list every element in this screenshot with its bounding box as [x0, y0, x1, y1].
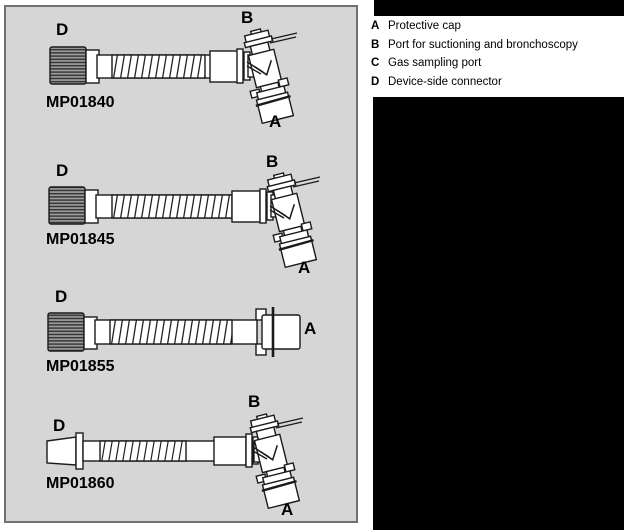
- part-number-mp01840: MP01840: [46, 94, 115, 111]
- mp01840-drawing: [49, 24, 298, 126]
- corrugated-tube: [94, 319, 258, 345]
- legend-letter: D: [371, 75, 380, 88]
- callout-b-mp01840: B: [241, 8, 254, 27]
- cap-tether: [275, 417, 304, 429]
- legend-letter: C: [371, 57, 380, 70]
- callout-a-mp01860: A: [281, 500, 294, 519]
- cap-tether: [292, 176, 321, 188]
- legend-item-d: D Device-side connector: [371, 73, 621, 92]
- device-side-connector-knurled: [48, 186, 99, 225]
- callout-a-mp01845: A: [298, 258, 311, 277]
- legend-item-c: C Gas sampling port: [371, 54, 621, 73]
- mp01855-drawing: [47, 307, 301, 357]
- mp01845-drawing: [48, 168, 321, 270]
- legend-description: Protective cap: [388, 20, 461, 33]
- device-side-connector-knurled: [47, 312, 98, 352]
- legend-letter: B: [371, 38, 380, 51]
- straight-patient-connector: [255, 307, 301, 357]
- callout-legend: A Protective cap B Port for suctioning a…: [371, 17, 621, 91]
- legend-description: Device-side connector: [388, 75, 502, 88]
- product-diagrams-panel: [4, 5, 358, 523]
- device-side-connector-taper: [46, 432, 84, 470]
- callout-a-mp01840: A: [269, 112, 282, 131]
- part-number-mp01845: MP01845: [46, 231, 115, 248]
- legend-description: Gas sampling port: [388, 57, 482, 70]
- corrugated-tube: [96, 48, 259, 84]
- suction-channel-lines: [269, 205, 287, 219]
- legend-letter: A: [371, 20, 380, 33]
- corrugated-tube: [82, 433, 265, 468]
- legend-description: Port for suctioning and bronchoscopy: [388, 38, 578, 51]
- callout-d-mp01855: D: [55, 287, 68, 306]
- suction-channel-lines: [246, 61, 264, 75]
- cap-tether: [269, 32, 298, 44]
- callout-d-mp01840: D: [56, 20, 69, 39]
- legend-item-a: A Protective cap: [371, 17, 621, 36]
- legend-item-b: B Port for suctioning and bronchoscopy: [371, 36, 621, 55]
- callout-b-mp01860: B: [248, 392, 261, 411]
- part-number-mp01855: MP01855: [46, 358, 115, 375]
- callout-b-mp01845: B: [266, 152, 279, 171]
- callout-a-mp01855: A: [304, 319, 317, 338]
- mp01860-drawing: [46, 409, 304, 511]
- callout-d-mp01845: D: [56, 161, 69, 180]
- part-number-mp01860: MP01860: [46, 475, 115, 492]
- redacted-content-block: [373, 97, 624, 530]
- suction-channel-lines: [252, 446, 270, 460]
- callout-d-mp01860: D: [53, 416, 66, 435]
- device-side-connector-knurled: [49, 46, 100, 85]
- catheter-mount-drawings: [46, 24, 321, 511]
- corrugated-tube: [95, 188, 282, 224]
- redacted-header-bar: [374, 0, 624, 16]
